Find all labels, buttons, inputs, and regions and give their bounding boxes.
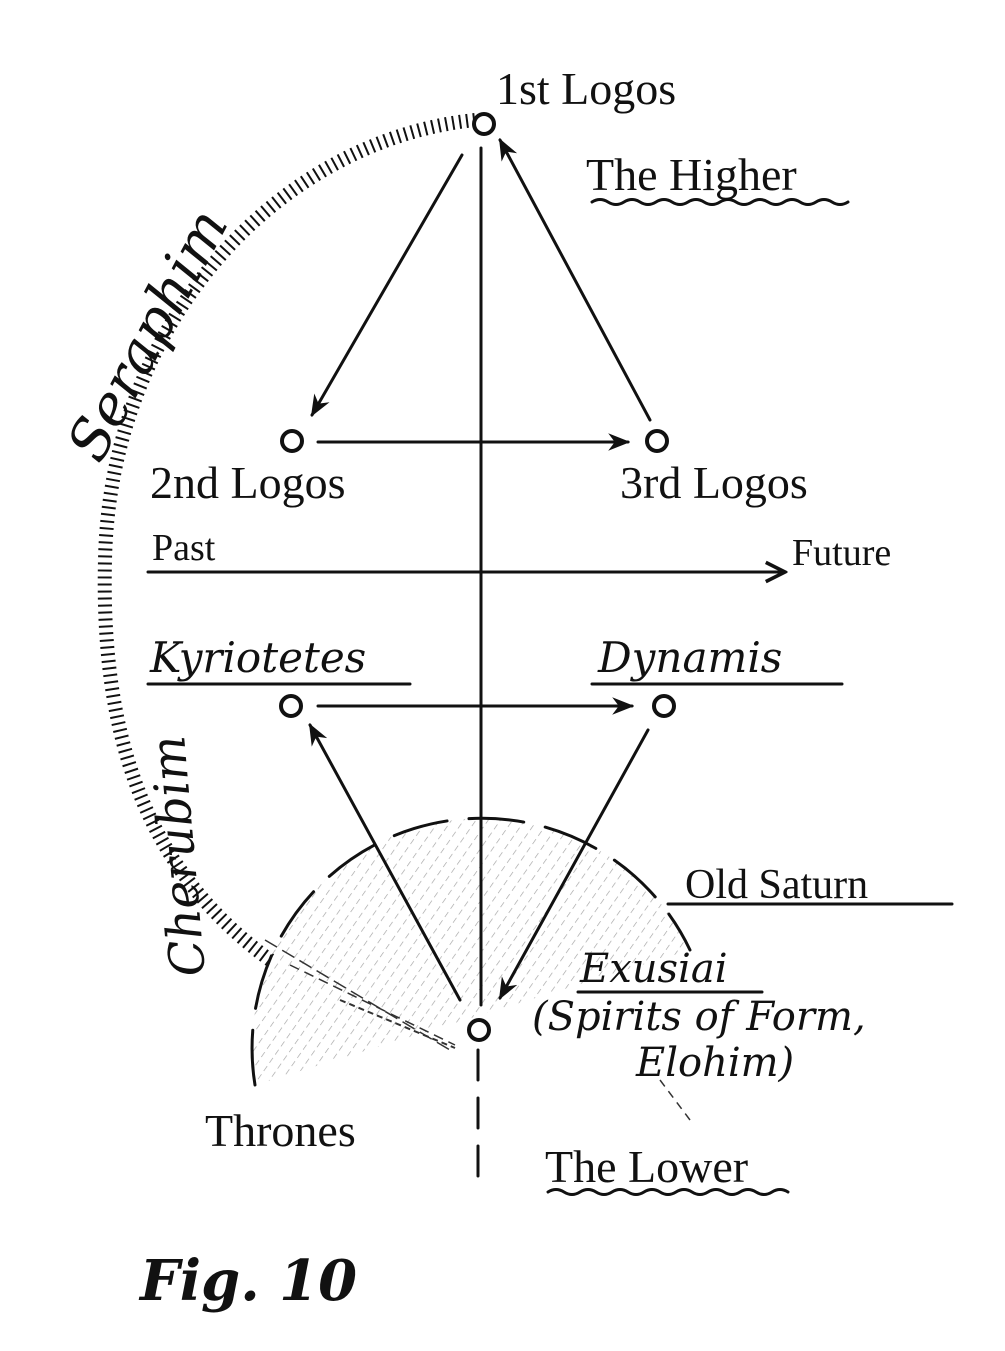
old-saturn-label: Old Saturn [685, 862, 868, 908]
third-logos-node [645, 429, 669, 453]
kyriotetes-node [279, 694, 303, 718]
arrow-third-to-first-logos [498, 138, 652, 422]
first-logos-node [472, 112, 496, 136]
arrow-dynamis-to-exusiai [498, 728, 650, 1000]
old-saturn-sphere [250, 816, 692, 1121]
third-logos-label: 3rd Logos [620, 457, 808, 508]
seraphim-label: Seraphim [55, 199, 241, 472]
higher-label: The Higher [586, 149, 797, 200]
thrones-label: Thrones [205, 1105, 356, 1156]
exusiai-note-line1: (Spirits of Form, [532, 994, 866, 1040]
seraphim-cherubim-arc [97, 113, 476, 966]
lower-underline [546, 1188, 790, 1196]
past-label: Past [152, 527, 216, 569]
dynamis-node [652, 694, 676, 718]
second-logos-label: 2nd Logos [150, 457, 346, 508]
future-label: Future [792, 532, 891, 574]
exusiai-label: Exusiai [579, 946, 727, 992]
exusiai-node [467, 1018, 491, 1042]
figure-caption: Fig. 10 [138, 1248, 357, 1314]
exusiai-note-line2: Elohim) [635, 1040, 794, 1086]
cherubim-label: Cherubim [140, 733, 217, 978]
higher-underline [590, 198, 850, 206]
kyriotetes-label: Kyriotetes [149, 633, 366, 682]
lower-label: The Lower [545, 1141, 748, 1192]
arrow-first-to-second-logos [310, 153, 464, 417]
dynamis-label: Dynamis [597, 633, 782, 682]
first-logos-label: 1st Logos [496, 63, 676, 114]
second-logos-node [280, 429, 304, 453]
arrow-exusiai-to-kyriotetes [308, 723, 462, 1002]
